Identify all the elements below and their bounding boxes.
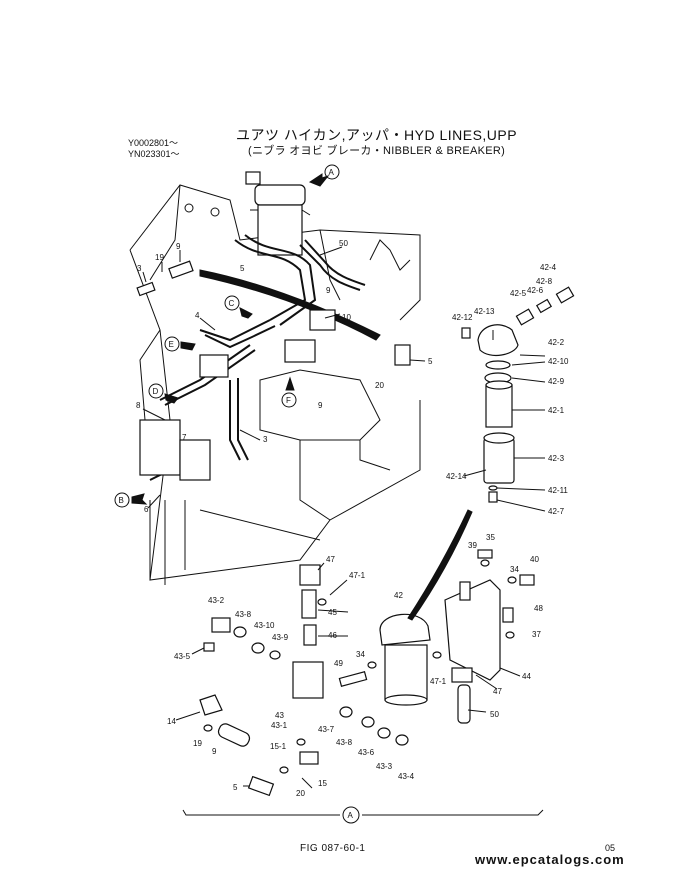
svg-text:3: 3 [263,435,268,444]
svg-text:7: 7 [182,433,187,442]
svg-text:19: 19 [155,253,164,262]
svg-text:5: 5 [233,783,238,792]
svg-text:9: 9 [326,286,331,295]
svg-text:B: B [119,496,124,505]
svg-text:20: 20 [375,381,384,390]
svg-text:47: 47 [326,555,335,564]
svg-text:5: 5 [240,264,245,273]
diagram-subtitle: (ニブラ オヨビ ブレーカ・NIBBLER & BREAKER) [248,145,506,157]
svg-text:10: 10 [342,313,351,322]
svg-text:43-5: 43-5 [174,652,191,661]
svg-text:C: C [229,299,235,308]
svg-text:50: 50 [339,239,348,248]
svg-text:43-4: 43-4 [398,772,415,781]
svg-text:4: 4 [195,311,200,320]
view-a-bracket [182,809,544,816]
filter-assembly-top [245,171,311,256]
serial-range-2: YN023301～ [128,149,180,159]
svg-text:43: 43 [275,711,284,720]
svg-text:42-4: 42-4 [540,263,557,272]
view-marker-e: E [164,336,196,352]
svg-text:42-11: 42-11 [548,486,568,495]
svg-text:9: 9 [212,747,217,756]
svg-text:42-10: 42-10 [548,357,569,366]
view-marker-f: F [281,376,297,408]
svg-text:42-14: 42-14 [446,472,467,481]
svg-text:47-1: 47-1 [349,571,366,580]
svg-text:D: D [153,387,159,396]
svg-text:A: A [348,811,354,820]
figure-label: FIG 087-60-1 [300,843,366,854]
bracket-hardware [444,549,535,724]
svg-text:42-13: 42-13 [474,307,495,316]
svg-text:20: 20 [296,789,305,798]
svg-text:42-3: 42-3 [548,454,565,463]
svg-text:6: 6 [144,505,149,514]
svg-text:14: 14 [167,717,176,726]
svg-text:15: 15 [318,779,327,788]
view-marker-c: C [224,295,253,319]
svg-text:46: 46 [328,631,337,640]
svg-text:47: 47 [493,687,502,696]
callout-leaders [142,246,546,789]
svg-text:48: 48 [534,604,543,613]
svg-text:43-8: 43-8 [235,610,252,619]
svg-text:F: F [286,396,291,405]
svg-text:35: 35 [486,533,495,542]
diagram-title: ユアツ ハイカン,アッパ・HYD LINES,UPP [236,127,518,143]
svg-text:43-2: 43-2 [208,596,225,605]
svg-text:A: A [329,168,335,177]
svg-text:19: 19 [193,739,202,748]
svg-text:42-7: 42-7 [548,507,565,516]
svg-text:42-5: 42-5 [510,289,527,298]
svg-text:42-12: 42-12 [452,313,473,322]
svg-text:42-8: 42-8 [536,277,553,286]
svg-text:42-1: 42-1 [548,406,565,415]
callout-labels: 50 9 19 3 5 9 10 4 5 20 9 8 7 3 6 42-4 4… [136,239,569,798]
svg-text:37: 37 [532,630,541,639]
svg-text:45: 45 [328,608,337,617]
svg-text:43-1: 43-1 [271,721,288,730]
svg-text:E: E [169,340,174,349]
svg-text:9: 9 [318,401,323,410]
svg-text:42-2: 42-2 [548,338,565,347]
svg-text:43-7: 43-7 [318,725,335,734]
svg-text:43-9: 43-9 [272,633,289,642]
view-marker-d: D [148,383,179,404]
svg-text:15-1: 15-1 [270,742,287,751]
svg-text:42-6: 42-6 [527,286,544,295]
view-marker-a-top: A [308,164,340,187]
page-mark: 05 [605,843,616,853]
svg-text:42-9: 42-9 [548,377,565,386]
svg-text:34: 34 [356,650,365,659]
svg-text:42: 42 [394,591,403,600]
svg-text:34: 34 [510,565,519,574]
svg-text:3: 3 [137,264,142,273]
svg-text:43-3: 43-3 [376,762,393,771]
svg-text:43-8: 43-8 [336,738,353,747]
svg-text:8: 8 [136,401,141,410]
svg-text:9: 9 [176,242,181,251]
loose-fittings-left [136,260,194,297]
svg-text:43-6: 43-6 [358,748,375,757]
svg-text:43-10: 43-10 [254,621,275,630]
filter-exploded-parts [461,286,575,503]
fittings-lower [199,564,442,797]
svg-text:50: 50 [490,710,499,719]
svg-text:44: 44 [522,672,531,681]
valve-blocks [139,309,411,481]
view-marker-a-bottom: A [342,806,360,824]
svg-text:49: 49 [334,659,343,668]
svg-text:47-1: 47-1 [430,677,447,686]
svg-text:5: 5 [428,357,433,366]
svg-text:39: 39 [468,541,477,550]
serial-range-1: Y0002801～ [128,138,179,148]
watermark: www.epcatalogs.com [475,852,625,867]
svg-text:40: 40 [530,555,539,564]
filter-assembly-lower [379,509,473,706]
view-marker-b: B [114,492,148,508]
